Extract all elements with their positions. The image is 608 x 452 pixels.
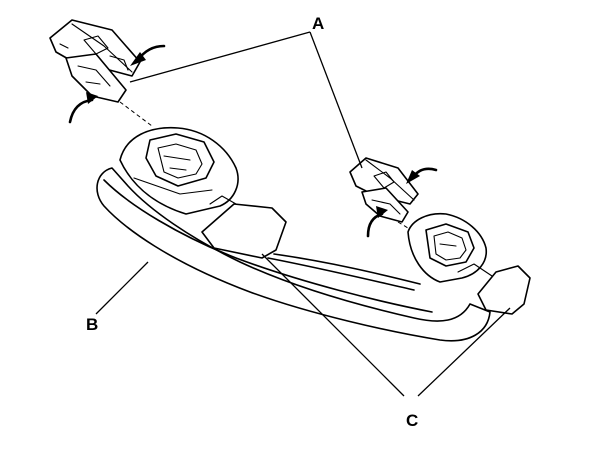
callout-a-label: A [312, 14, 324, 33]
rotate-arrow-upper-left-1 [130, 44, 166, 66]
clip-upper-left [49, 19, 141, 103]
rotate-arrow-right-2 [366, 206, 388, 238]
callout-c-label: C [406, 411, 418, 430]
assist-grip-body [96, 126, 531, 342]
clip-upper-left-guide [119, 101, 153, 127]
rotate-arrow-right-1 [406, 167, 438, 184]
callout-b-label: B [86, 315, 98, 334]
clip-right-guide [397, 221, 419, 235]
clip-right [349, 157, 419, 223]
rotate-arrow-upper-left-2 [68, 92, 98, 124]
leader-lines [95, 31, 511, 397]
